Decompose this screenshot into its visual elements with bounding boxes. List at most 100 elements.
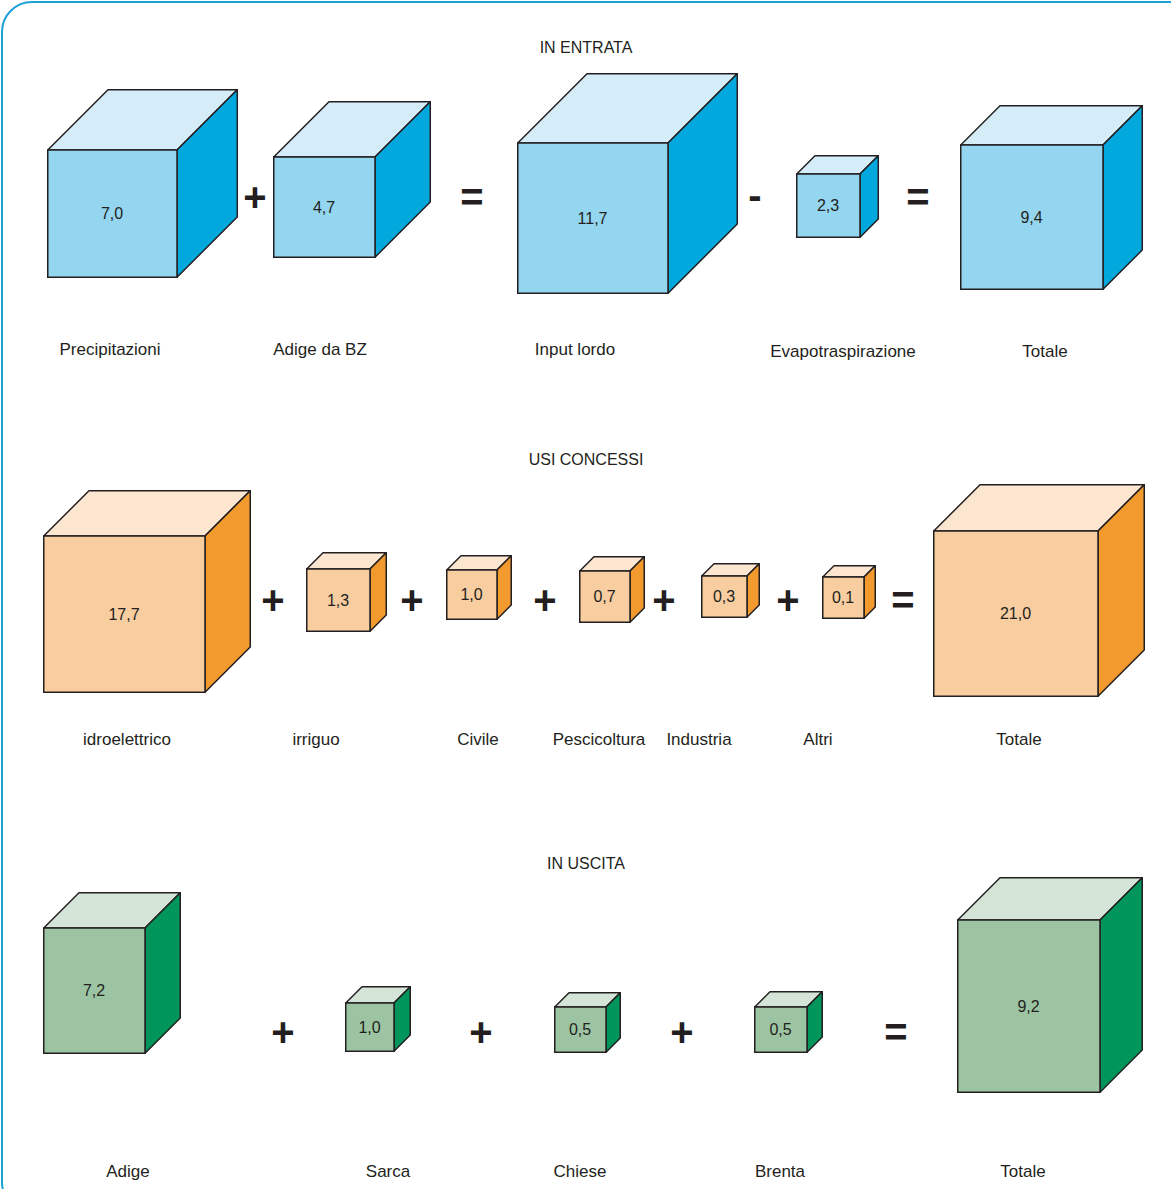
- cube-caption: Adige da BZ: [273, 340, 367, 360]
- cube-caption: irriguo: [292, 730, 339, 750]
- cube-front-face: [274, 157, 375, 257]
- cube-front-face: [958, 920, 1100, 1092]
- cube-node: 21,0Totale: [933, 484, 1145, 697]
- cube-front-face: [702, 576, 747, 617]
- cube-side-face: [860, 156, 878, 238]
- cube-side-face: [394, 987, 410, 1052]
- value-number: 7,0: [101, 205, 123, 223]
- value-number: 1,0: [460, 586, 482, 604]
- cube-node: 17,7idroelettrico: [43, 490, 251, 693]
- value-number: 0,3: [713, 588, 735, 606]
- cube-caption: Adige: [106, 1162, 149, 1182]
- cube-caption: Chiese: [554, 1162, 607, 1182]
- cube-side-face: [630, 557, 644, 623]
- cube-shape: [517, 73, 738, 294]
- cube-front-face: [44, 536, 205, 692]
- cube-caption: Totale: [1000, 1162, 1045, 1182]
- cube-side-face: [1098, 485, 1144, 697]
- cube-node: 0,5Chiese: [554, 992, 621, 1053]
- cube-caption: Totale: [1022, 342, 1067, 362]
- cube-shape: [43, 892, 181, 1054]
- value-number: 11,7: [578, 210, 608, 228]
- cube-shape: [933, 484, 1145, 697]
- plus-sign: +: [261, 580, 284, 620]
- section-heading: USI CONCESSI: [529, 451, 644, 469]
- cube-node: 0,1Altri: [822, 565, 876, 619]
- cube-node: 0,3Industria: [701, 563, 760, 618]
- cube-side-face: [375, 102, 430, 258]
- cube-shape: [957, 877, 1143, 1093]
- cube-side-face: [668, 74, 737, 294]
- cube-shape: [273, 101, 431, 258]
- cube-caption: Precipitazioni: [59, 340, 160, 360]
- value-number: 7,2: [83, 982, 105, 1000]
- plus-sign: +: [243, 177, 266, 217]
- cube-front-face: [580, 571, 630, 622]
- cube-side-face: [864, 566, 875, 619]
- cube-side-face: [606, 993, 620, 1053]
- equals-sign: =: [884, 1012, 907, 1052]
- value-number: 21,0: [1000, 605, 1031, 623]
- section-heading: IN ENTRATA: [540, 39, 633, 57]
- plus-sign: +: [400, 580, 423, 620]
- cube-front-face: [797, 174, 860, 237]
- value-number: 0,7: [593, 588, 615, 606]
- value-number: 4,7: [313, 199, 335, 217]
- value-number: 1,0: [358, 1019, 380, 1037]
- cube-side-face: [145, 893, 180, 1054]
- cube-front-face: [823, 577, 864, 618]
- cube-front-face: [447, 570, 497, 619]
- equals-sign: =: [891, 580, 914, 620]
- cube-front-face: [555, 1007, 606, 1052]
- cube-front-face: [934, 531, 1098, 696]
- cube-front-face: [755, 1007, 807, 1052]
- cube-caption: Brenta: [755, 1162, 805, 1182]
- value-number: 0,5: [569, 1021, 591, 1039]
- cube-front-face: [307, 569, 370, 631]
- cube-side-face: [205, 491, 250, 693]
- value-number: 1,3: [327, 592, 349, 610]
- value-number: 2,3: [817, 197, 839, 215]
- cube-node: 0,7Pescicoltura: [579, 556, 645, 623]
- cube-shape: [47, 89, 238, 278]
- cube-front-face: [961, 145, 1103, 289]
- cube-caption: idroelettrico: [83, 730, 171, 750]
- equals-sign: =: [460, 177, 483, 217]
- plus-sign: +: [670, 1012, 693, 1052]
- cube-node: 4,7Adige da BZ: [273, 101, 431, 258]
- minus-sign: -: [748, 175, 761, 215]
- cube-node: 9,2Totale: [957, 877, 1143, 1093]
- cube-node: 0,5Brenta: [754, 991, 823, 1053]
- cube-node: 2,3Evapotraspirazione: [796, 155, 879, 238]
- cube-caption: Input lordo: [535, 340, 615, 360]
- cube-side-face: [747, 564, 759, 618]
- plus-sign: +: [776, 580, 799, 620]
- cube-caption: Industria: [666, 730, 731, 750]
- cube-caption: Pescicoltura: [553, 730, 646, 750]
- value-number: 0,1: [832, 589, 854, 607]
- cube-node: 11,7Input lordo: [517, 73, 738, 294]
- plus-sign: +: [533, 580, 556, 620]
- value-number: 9,4: [1020, 209, 1042, 227]
- plus-sign: +: [271, 1012, 294, 1052]
- cube-caption: Altri: [803, 730, 832, 750]
- cube-node: 9,4Totale: [960, 105, 1143, 290]
- cube-front-face: [518, 143, 668, 293]
- cube-side-face: [1100, 878, 1142, 1093]
- cube-node: 7,0Precipitazioni: [47, 89, 238, 278]
- section-heading: IN USCITA: [547, 855, 625, 873]
- value-number: 0,5: [769, 1021, 791, 1039]
- cube-caption: Sarca: [366, 1162, 410, 1182]
- cube-node: 1,0Sarca: [345, 986, 411, 1052]
- cube-front-face: [48, 150, 177, 277]
- cube-caption: Evapotraspirazione: [770, 342, 916, 362]
- value-number: 17,7: [108, 606, 139, 624]
- cube-caption: Civile: [457, 730, 499, 750]
- cube-shape: [960, 105, 1143, 290]
- cube-side-face: [807, 992, 822, 1053]
- cube-node: 7,2Adige: [43, 892, 181, 1054]
- cube-shape: [43, 490, 251, 693]
- cube-node: 1,3irriguo: [306, 552, 387, 632]
